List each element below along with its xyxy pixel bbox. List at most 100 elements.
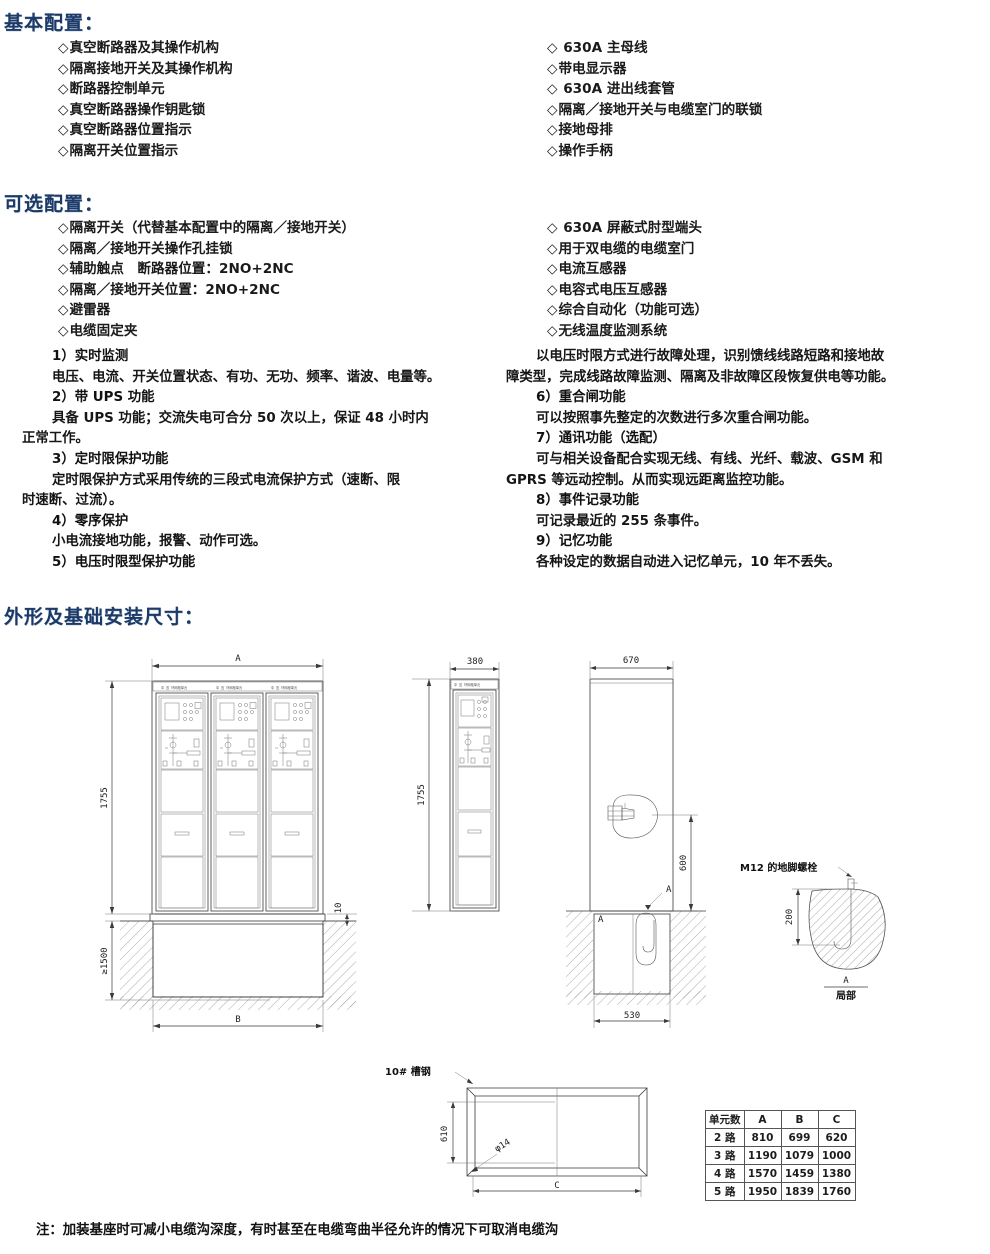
- function-item-body: 具备 UPS 功能；交流失电可合分 50 次以上，保证 48 小时内 正常工作。: [22, 410, 429, 447]
- diamond-bullet-icon: ◇: [58, 142, 69, 159]
- side-height-label: 1755: [417, 784, 427, 806]
- list-item-label: 电容式电压互感器: [558, 281, 668, 298]
- function-item-body: 可以按照事先整定的次数进行多次重合闸功能。: [536, 410, 818, 426]
- diamond-bullet-icon: ◇: [547, 261, 558, 277]
- diamond-bullet-icon: ◇: [58, 101, 69, 118]
- list-item-label: 辅助触点 断路器位置：2NO+2NC: [69, 261, 294, 277]
- table-cell: 1000: [817, 1146, 856, 1165]
- channel-steel-label: 10# 槽钢: [385, 1065, 431, 1078]
- list-item: ◇真空断路器操作钥匙锁: [58, 100, 233, 121]
- base-height-label: 10: [334, 903, 344, 914]
- list-item: ◇电流互感器: [547, 259, 708, 280]
- table-header-row: 单元数 A B C: [705, 1110, 856, 1129]
- list-item: ◇ 630A 主母线: [547, 38, 762, 59]
- list-item: ◇隔离／接地开关与电缆室门的联锁: [547, 100, 762, 121]
- list-item-label: 630A 进出线套管: [563, 81, 675, 97]
- list-item: ◇电容式电压互感器: [547, 280, 708, 301]
- table-header-cell: 单元数: [705, 1110, 745, 1129]
- diamond-bullet-icon: ◇: [547, 220, 558, 236]
- functions-right-column: 以电压时限方式进行故障处理，识别馈线线路短路和接地故 障类型，完成线路故障监测、…: [506, 347, 976, 574]
- list-item-label: 操作手柄: [558, 142, 613, 159]
- table-cell: 2 路: [705, 1128, 745, 1147]
- section-bottom-width-label: 530: [624, 1011, 640, 1021]
- base-frame-width-label: C: [554, 1181, 559, 1191]
- section-title-dimensions: 外形及基础安装尺寸：: [4, 606, 205, 628]
- table-cell: 810: [743, 1128, 782, 1147]
- trench-depth-label: ≥1500: [100, 947, 110, 974]
- diamond-bullet-icon: ◇: [58, 261, 69, 277]
- list-item: ◇隔离开关位置指示: [58, 141, 233, 162]
- list-item-label: 隔离／接地开关操作孔挂锁: [69, 240, 233, 257]
- list-item-label: 真空断路器位置指示: [69, 122, 192, 138]
- diamond-bullet-icon: ◇: [58, 322, 69, 339]
- list-item-label: 真空断路器操作钥匙锁: [69, 101, 206, 118]
- diamond-bullet-icon: ◇: [58, 302, 69, 318]
- function-item-number: 4）零序保护: [52, 513, 129, 529]
- dimension-table: 单元数 A B C 2 路 810 699 620 3 路 1190 1079 …: [705, 1110, 856, 1201]
- list-item-label: 隔离／接地开关与电缆室门的联锁: [558, 101, 763, 118]
- function-item-number: 9）记忆功能: [536, 534, 613, 550]
- table-cell: 1760: [817, 1182, 856, 1201]
- section-inner-height-label: 600: [679, 855, 689, 871]
- anchor-caption-mark: A: [843, 976, 849, 986]
- table-cell: 5 路: [705, 1182, 745, 1201]
- functions-left-column: 1）实时监测 电压、电流、开关位置状态、有功、无功、频率、谐波、电量等。 2）带…: [22, 347, 492, 574]
- base-frame-drawing: 10# 槽钢 610 φ14 C: [385, 1058, 675, 1218]
- table-cell: 699: [780, 1128, 819, 1147]
- list-item: ◇真空断路器位置指示: [58, 120, 233, 141]
- list-item-label: 无线温度监测系统: [558, 322, 668, 339]
- list-item-label: 综合自动化（功能可选）: [558, 302, 708, 318]
- section-detail-mark: A: [666, 885, 672, 895]
- diamond-bullet-icon: ◇: [547, 281, 558, 298]
- table-cell: 3 路: [705, 1146, 745, 1165]
- table-cell: 1459: [780, 1164, 819, 1183]
- function-item-number: 3）定时限保护功能: [52, 451, 169, 467]
- list-item-label: 接地母排: [558, 122, 613, 138]
- function-item-number: 5）电压时限型保护功能: [52, 554, 196, 570]
- section-title-basic-config: 基本配置：: [4, 12, 105, 34]
- footer-note: 注：加装基座时可减小电缆沟深度，有时甚至在电缆弯曲半径允许的情况下可取消电缆沟: [36, 1223, 559, 1238]
- diamond-bullet-icon: ◇: [547, 122, 558, 138]
- optional-config-left-column: ◇隔离开关（代替基本配置中的隔离／接地开关） ◇隔离／接地开关操作孔挂锁 ◇辅助…: [58, 218, 355, 341]
- svg-text:中 压 环网柜单元: 中 压 环网柜单元: [161, 685, 188, 690]
- base-frame-hole-label: φ14: [493, 1137, 512, 1154]
- side-view-drawing: 380 中 压 环网柜单元 1755: [398, 648, 528, 948]
- function-item-body: 可与相关设备配合实现无线、有线、光纤、载波、GSM 和 GPRS 等远动控制。从…: [506, 451, 883, 488]
- list-item: ◇用于双电缆的电缆室门: [547, 239, 708, 260]
- list-item: ◇隔离开关（代替基本配置中的隔离／接地开关）: [58, 218, 355, 239]
- list-item-label: 隔离开关位置指示: [69, 142, 179, 159]
- diamond-bullet-icon: ◇: [58, 220, 69, 236]
- diamond-bullet-icon: ◇: [58, 281, 69, 298]
- base-frame-height-label: 610: [440, 1126, 450, 1142]
- list-item: ◇ 630A 进出线套管: [547, 79, 762, 100]
- section-top-width-label: 670: [623, 656, 639, 666]
- list-item-label: 隔离接地开关及其操作机构: [69, 60, 233, 77]
- list-item-label: 断路器控制单元: [69, 81, 165, 97]
- basic-config-right-column: ◇ 630A 主母线 ◇带电显示器 ◇ 630A 进出线套管 ◇隔离／接地开关与…: [547, 38, 762, 161]
- svg-text:中 压 环网柜单元: 中 压 环网柜单元: [216, 685, 243, 690]
- list-item: ◇真空断路器及其操作机构: [58, 38, 233, 59]
- svg-text:中 压 环网柜单元: 中 压 环网柜单元: [454, 682, 481, 687]
- list-item: ◇隔离／接地开关位置：2NO+2NC: [58, 280, 355, 301]
- diamond-bullet-icon: ◇: [547, 81, 558, 97]
- table-cell: 1570: [743, 1164, 782, 1183]
- list-item-label: 隔离开关（代替基本配置中的隔离／接地开关）: [69, 220, 355, 236]
- table-header-cell: B: [780, 1110, 819, 1129]
- list-item: ◇隔离接地开关及其操作机构: [58, 59, 233, 80]
- front-view-drawing: A 中 压 环网柜单元: [95, 648, 370, 1048]
- list-item-label: 630A 屏蔽式肘型端头: [563, 220, 702, 236]
- anchor-depth-label: 200: [785, 909, 795, 925]
- list-item-label: 630A 主母线: [563, 40, 648, 56]
- svg-text:中 压 环网柜单元: 中 压 环网柜单元: [271, 685, 298, 690]
- diamond-bullet-icon: ◇: [58, 81, 69, 97]
- diamond-bullet-icon: ◇: [58, 60, 69, 77]
- list-item: ◇电缆固定夹: [58, 321, 355, 342]
- diamond-bullet-icon: ◇: [547, 322, 558, 339]
- diamond-bullet-icon: ◇: [547, 302, 558, 318]
- table-cell: 1190: [743, 1146, 782, 1165]
- table-cell: 620: [817, 1128, 856, 1147]
- list-item: ◇隔离／接地开关操作孔挂锁: [58, 239, 355, 260]
- basic-config-left-column: ◇真空断路器及其操作机构 ◇隔离接地开关及其操作机构 ◇断路器控制单元 ◇真空断…: [58, 38, 233, 161]
- table-row: 3 路 1190 1079 1000: [705, 1146, 856, 1165]
